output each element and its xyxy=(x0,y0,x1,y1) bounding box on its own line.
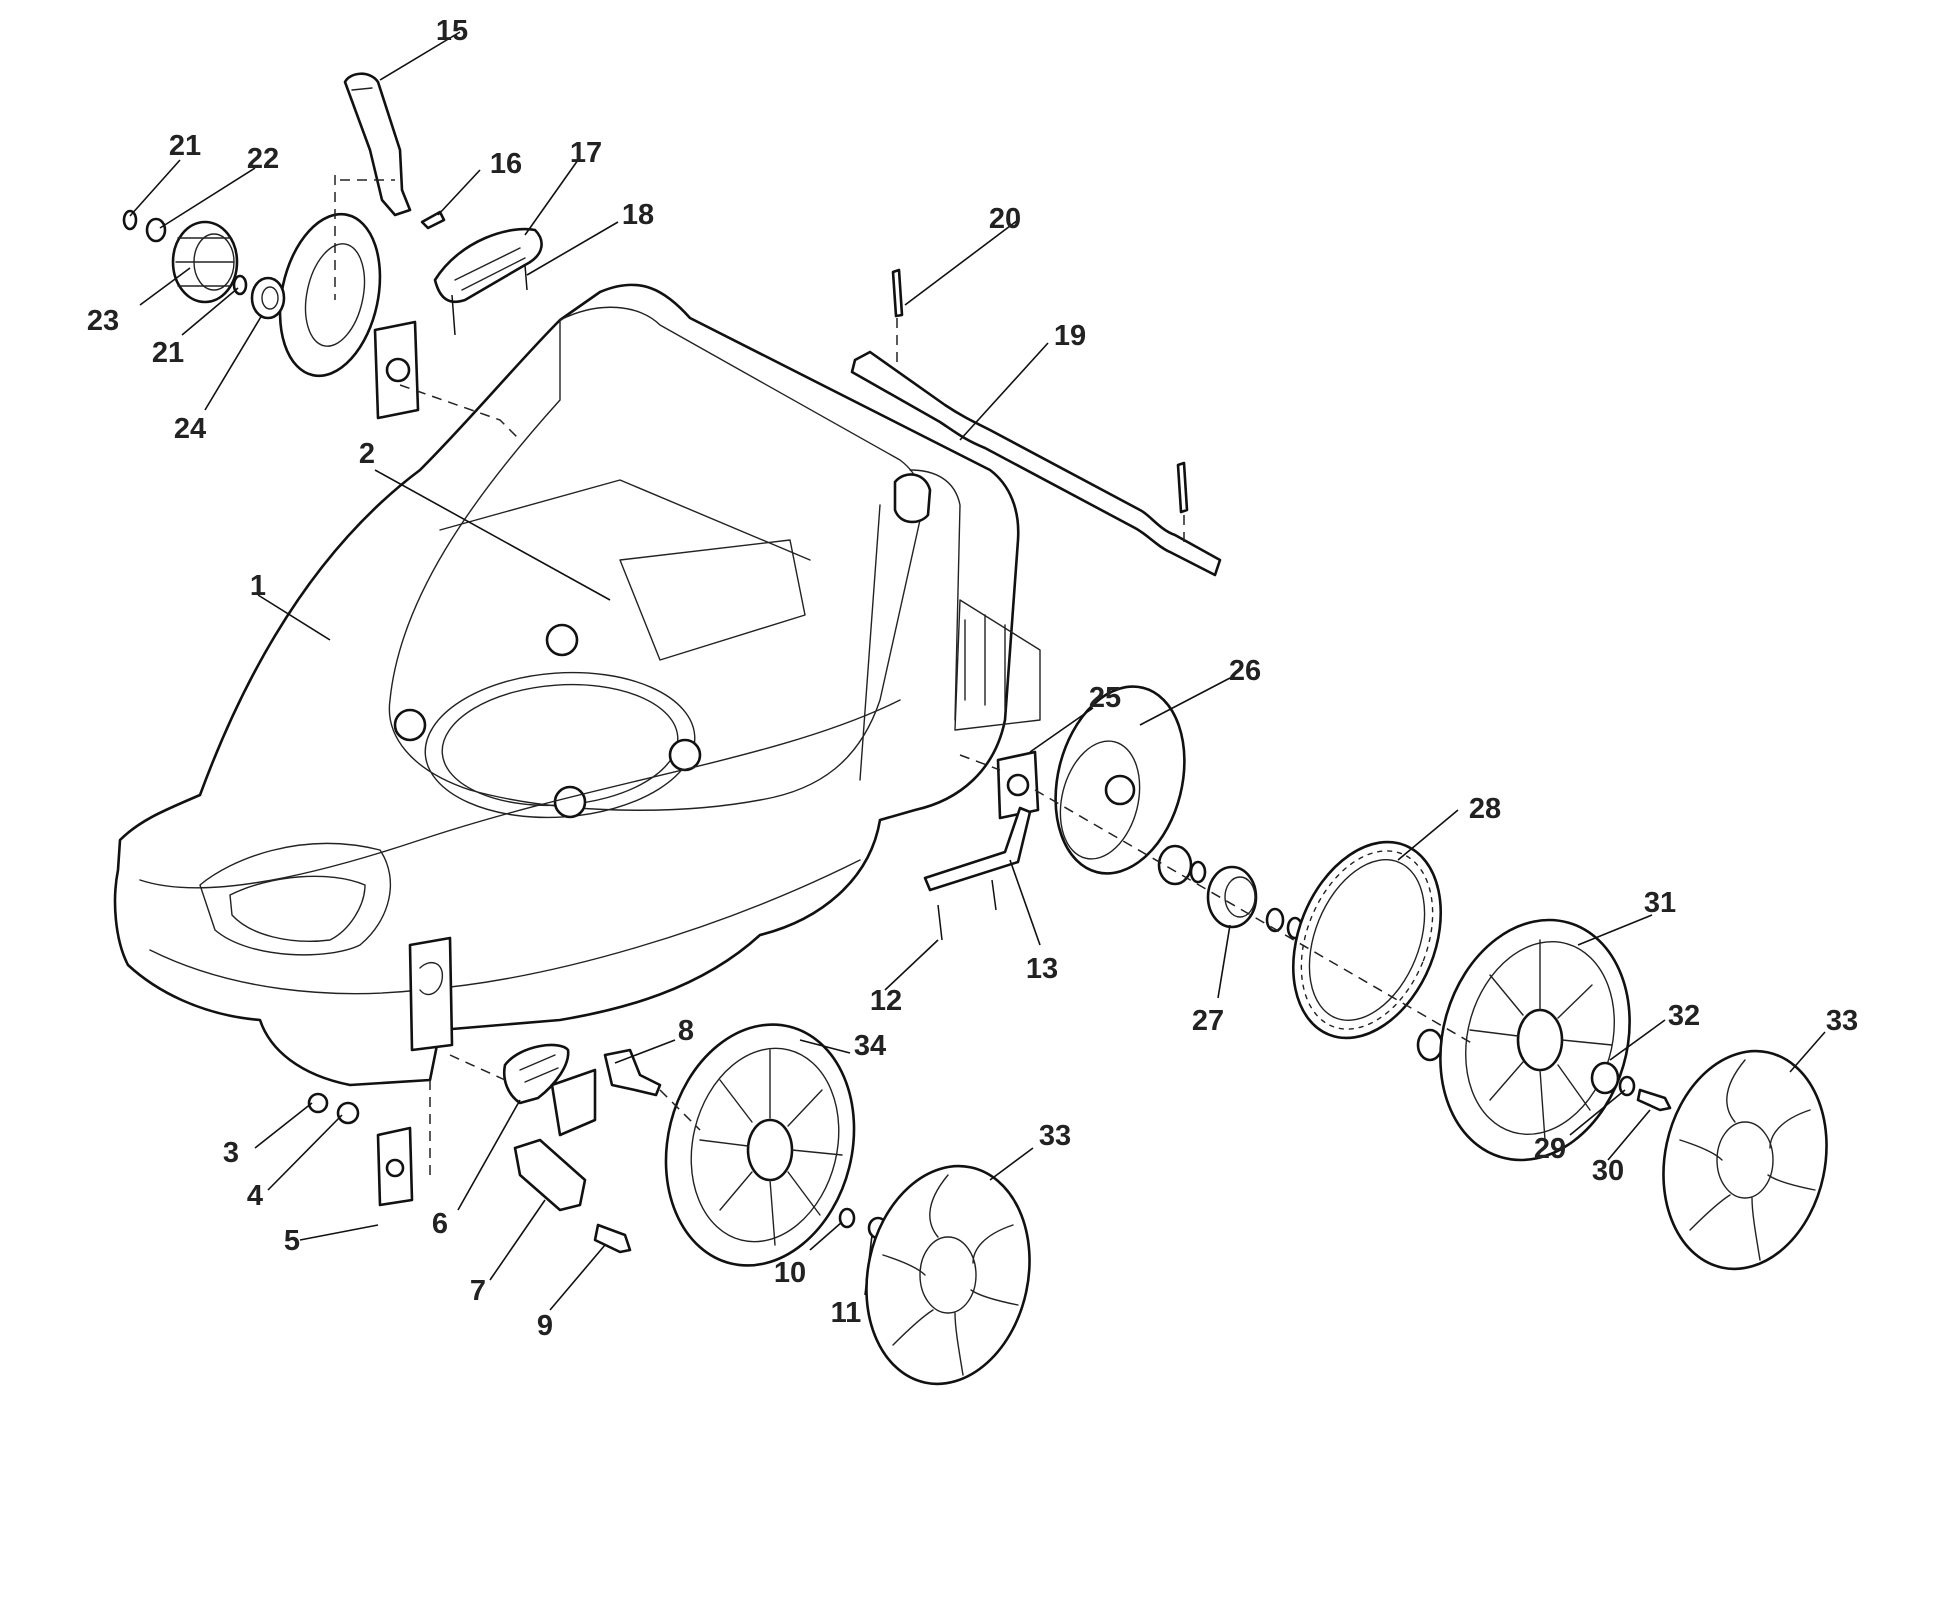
callout-10: 10 xyxy=(774,1257,806,1289)
callout-labels: 1 2 3 4 5 6 7 8 9 10 11 12 13 15 16 17 1… xyxy=(87,15,1858,1342)
callout-28: 28 xyxy=(1469,793,1501,825)
callout-9: 9 xyxy=(537,1310,553,1342)
callout-27: 27 xyxy=(1192,1005,1224,1037)
callout-22: 22 xyxy=(247,143,279,175)
callout-17: 17 xyxy=(570,137,602,169)
callout-2: 2 xyxy=(359,438,375,470)
callout-21-mid: 21 xyxy=(152,337,184,369)
callout-5: 5 xyxy=(284,1225,300,1257)
callout-1: 1 xyxy=(250,570,266,602)
callout-34: 34 xyxy=(854,1030,886,1062)
callout-11: 11 xyxy=(831,1297,862,1329)
callout-leaders xyxy=(129,31,1826,1311)
callout-19: 19 xyxy=(1054,320,1086,352)
rear-wheel-assembly xyxy=(923,685,1828,1271)
callout-8: 8 xyxy=(678,1015,694,1047)
callout-13: 13 xyxy=(1026,953,1058,985)
callout-18: 18 xyxy=(622,199,654,231)
front-wheel-assembly xyxy=(307,1023,1031,1386)
callout-3: 3 xyxy=(223,1137,239,1169)
callout-6: 6 xyxy=(432,1208,448,1240)
callout-15: 15 xyxy=(436,15,468,47)
mower-deck xyxy=(113,283,1041,1087)
callout-26: 26 xyxy=(1229,655,1261,687)
callout-20: 20 xyxy=(989,203,1021,235)
callout-24: 24 xyxy=(174,413,206,445)
rear-axle-assembly xyxy=(850,268,1222,577)
callout-21-top: 21 xyxy=(169,130,201,162)
height-adjust-assembly-top xyxy=(122,72,543,441)
callout-33-left: 33 xyxy=(1039,1120,1071,1152)
callout-29: 29 xyxy=(1534,1133,1566,1165)
callout-7: 7 xyxy=(470,1275,486,1307)
callout-23: 23 xyxy=(87,305,119,337)
callout-25: 25 xyxy=(1089,682,1121,714)
callout-30: 30 xyxy=(1592,1155,1624,1187)
callout-33-right: 33 xyxy=(1826,1005,1858,1037)
callout-12: 12 xyxy=(870,985,902,1017)
callout-31: 31 xyxy=(1644,887,1676,919)
callout-4: 4 xyxy=(247,1180,263,1212)
callout-16: 16 xyxy=(490,148,522,180)
callout-32: 32 xyxy=(1668,1000,1700,1032)
